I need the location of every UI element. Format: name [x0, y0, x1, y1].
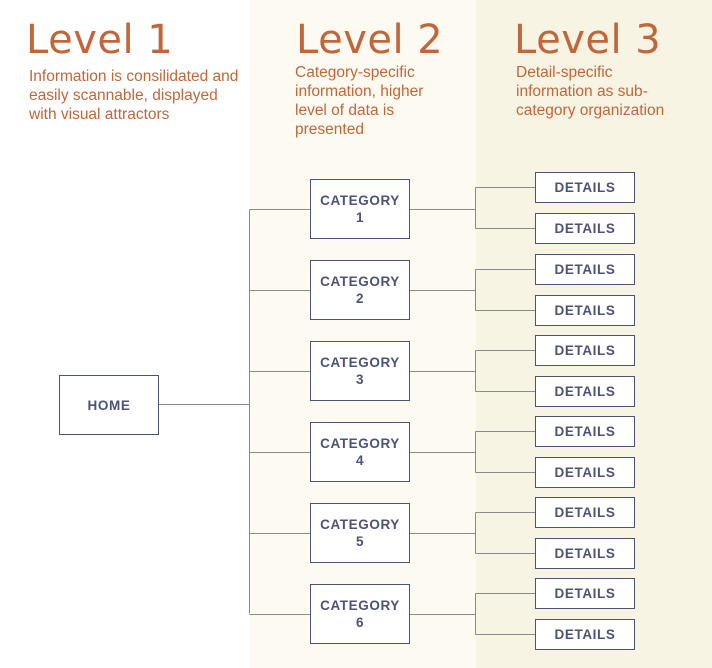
category-node-2[interactable]: CATEGORY 2 — [310, 260, 410, 320]
category-number: 3 — [355, 372, 365, 387]
detail-label: DETAILS — [554, 465, 616, 480]
level-2-description: Category-specific information, higher le… — [295, 64, 424, 138]
category-label: CATEGORY — [320, 274, 400, 289]
level-3-title: Level 3 — [514, 17, 662, 63]
detail-node-4-2[interactable]: DETAILS — [535, 457, 635, 488]
detail-node-2-1[interactable]: DETAILS — [535, 254, 635, 285]
category-label: CATEGORY — [320, 517, 400, 532]
category-number: 2 — [355, 291, 365, 306]
detail-node-6-1[interactable]: DETAILS — [535, 578, 635, 609]
detail-node-3-1[interactable]: DETAILS — [535, 335, 635, 366]
category-node-4[interactable]: CATEGORY 4 — [310, 422, 410, 482]
detail-label: DETAILS — [554, 262, 616, 277]
category-label: CATEGORY — [320, 436, 400, 451]
detail-node-1-2[interactable]: DETAILS — [535, 213, 635, 244]
level-2-title: Level 2 — [296, 17, 444, 63]
detail-label: DETAILS — [554, 546, 616, 561]
category-number: 5 — [355, 534, 365, 549]
level-3-description: Detail-specific information as sub-categ… — [516, 64, 665, 119]
category-label: CATEGORY — [320, 193, 400, 208]
category-node-1[interactable]: CATEGORY 1 — [310, 179, 410, 239]
detail-label: DETAILS — [554, 586, 616, 601]
detail-label: DETAILS — [554, 384, 616, 399]
detail-node-6-2[interactable]: DETAILS — [535, 619, 635, 650]
category-label: CATEGORY — [320, 355, 400, 370]
category-node-3[interactable]: CATEGORY 3 — [310, 341, 410, 401]
detail-node-2-2[interactable]: DETAILS — [535, 295, 635, 326]
detail-label: DETAILS — [554, 505, 616, 520]
detail-node-5-1[interactable]: DETAILS — [535, 497, 635, 528]
detail-label: DETAILS — [554, 221, 616, 236]
home-label: HOME — [87, 397, 131, 413]
level-1-description: Information is consilidated and easily s… — [29, 68, 239, 123]
level-1-title: Level 1 — [26, 17, 174, 63]
category-number: 6 — [355, 615, 365, 630]
category-node-5[interactable]: CATEGORY 5 — [310, 503, 410, 563]
detail-label: DETAILS — [554, 424, 616, 439]
category-node-6[interactable]: CATEGORY 6 — [310, 584, 410, 644]
category-number: 1 — [355, 210, 365, 225]
home-node[interactable]: HOME — [59, 375, 159, 435]
detail-label: DETAILS — [554, 180, 616, 195]
level-1-column — [0, 0, 250, 668]
detail-node-4-1[interactable]: DETAILS — [535, 416, 635, 447]
category-number: 4 — [355, 453, 365, 468]
detail-node-1-1[interactable]: DETAILS — [535, 172, 635, 203]
detail-label: DETAILS — [554, 303, 616, 318]
detail-label: DETAILS — [554, 343, 616, 358]
detail-node-5-2[interactable]: DETAILS — [535, 538, 635, 569]
detail-node-3-2[interactable]: DETAILS — [535, 376, 635, 407]
detail-label: DETAILS — [554, 627, 616, 642]
category-label: CATEGORY — [320, 598, 400, 613]
